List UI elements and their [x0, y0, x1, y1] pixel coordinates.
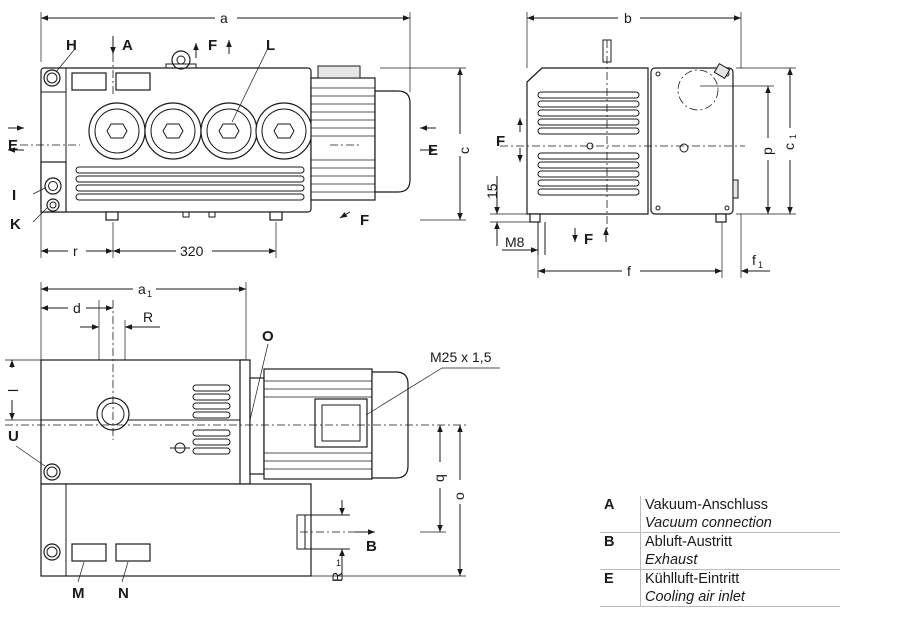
label-B: B	[366, 538, 377, 555]
dim-f: f	[627, 263, 631, 279]
label-A: A	[122, 37, 133, 54]
front-view: a	[8, 10, 466, 258]
top-view	[5, 282, 500, 583]
label-H: H	[66, 37, 77, 54]
label-U: U	[8, 428, 19, 445]
legend-row-b: B Abluft-Austritt	[600, 532, 840, 551]
dim-c1-sub: 1	[788, 134, 798, 139]
legend-de: Vakuum-Anschluss	[640, 496, 840, 514]
label-F-side: F	[496, 133, 505, 150]
label-K: K	[10, 216, 21, 233]
legend-key: B	[604, 534, 615, 550]
side-view	[490, 12, 796, 278]
dim-R: R	[143, 309, 153, 325]
dim-a1: a	[138, 281, 146, 297]
label-L: L	[266, 37, 275, 54]
dim-R1: R	[329, 572, 345, 582]
dim-p: p	[759, 147, 775, 155]
dim-l: l	[5, 389, 21, 392]
dim-f1-sub: 1	[758, 260, 763, 270]
dim-a1-sub: 1	[147, 289, 152, 299]
dim-a: a	[220, 10, 228, 26]
dim-R1-sub: 1	[336, 558, 341, 568]
dim-320: 320	[180, 243, 204, 259]
label-N: N	[118, 585, 129, 602]
dim-q: q	[431, 474, 447, 482]
label-I: I	[12, 187, 16, 204]
legend-de: Kühlluft-Eintritt	[640, 569, 840, 588]
label-E-right: E	[428, 142, 438, 159]
legend-de: Abluft-Austritt	[640, 532, 840, 551]
label-F-side-bottom: F	[584, 231, 593, 248]
dim-c: c	[456, 147, 472, 154]
legend-row-a: A Vakuum-Anschluss	[600, 496, 840, 514]
filter-caps	[88, 102, 313, 160]
legend-row-e: E Kühlluft-Eintritt	[600, 569, 840, 588]
label-O: O	[262, 328, 274, 345]
dim-o: o	[451, 492, 467, 500]
dim-c1: c	[781, 143, 797, 150]
legend-en: Vacuum connection	[640, 514, 840, 533]
dim-15: 15	[484, 183, 500, 199]
legend-en: Exhaust	[640, 551, 840, 570]
dim-d: d	[73, 300, 81, 316]
dim-b: b	[624, 10, 632, 26]
dim-m8: M8	[505, 234, 525, 250]
legend-en: Cooling air inlet	[640, 588, 840, 607]
label-M: M	[72, 585, 85, 602]
label-E-left: E	[8, 137, 18, 154]
label-F-bottom: F	[360, 212, 369, 229]
dim-thread: M25 x 1,5	[430, 349, 492, 365]
label-F-top: F	[208, 37, 217, 54]
dim-r: r	[73, 243, 78, 259]
legend-key: E	[604, 571, 614, 587]
legend-table: A Vakuum-Anschluss Vacuum connection B A…	[600, 496, 840, 607]
dim-f1: f	[752, 252, 756, 268]
legend-key: A	[604, 497, 615, 513]
